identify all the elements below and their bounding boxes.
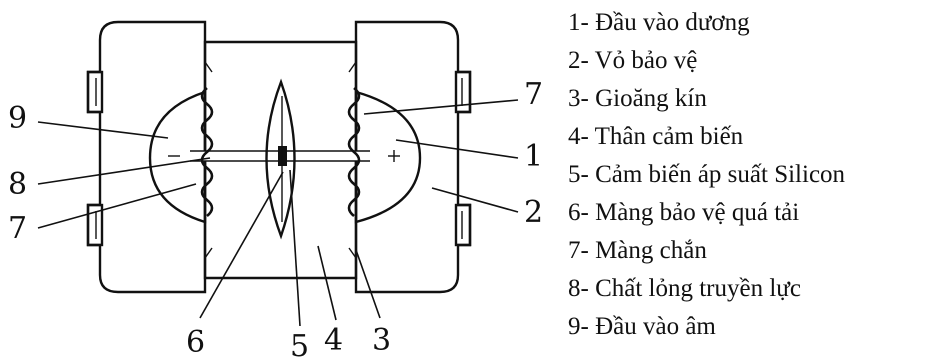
callout-5: 5 (290, 329, 309, 363)
seal-gaskets (204, 61, 357, 259)
callout-7-right: 7 (524, 77, 543, 112)
callout-9: 9 (8, 101, 27, 136)
right-diaphragm (347, 86, 361, 218)
legend-item-7: 7- Màng chắn (568, 237, 707, 264)
callout-7-left: 7 (8, 211, 27, 246)
legend-item-8: 8- Chất lỏng truyền lực (568, 275, 801, 302)
callout-2: 2 (524, 195, 543, 230)
callout-6: 6 (186, 325, 205, 360)
right-housing (354, 20, 472, 294)
left-housing (86, 20, 207, 294)
sensor-body (168, 40, 370, 280)
legend-item-3: 3- Gioăng kín (568, 85, 707, 112)
leader-lines (37, 99, 519, 327)
legend: 1- Đầu vào dương 2- Vỏ bảo vệ 3- Gioăng … (568, 9, 846, 340)
callout-1: 1 (524, 139, 543, 174)
legend-item-5: 5- Cảm biến áp suất Silicon (568, 161, 846, 188)
callout-4: 4 (324, 323, 343, 358)
left-diaphragm (200, 86, 214, 218)
callout-8: 8 (8, 167, 27, 202)
callout-3: 3 (372, 323, 391, 358)
legend-item-4: 4- Thân cảm biến (568, 123, 744, 150)
legend-item-1: 1- Đầu vào dương (568, 9, 750, 36)
legend-item-2: 2- Vỏ bảo vệ (568, 47, 697, 74)
legend-item-9: 9- Đầu vào âm (568, 313, 716, 340)
legend-item-6: 6- Màng bảo vệ quá tải (568, 199, 799, 226)
